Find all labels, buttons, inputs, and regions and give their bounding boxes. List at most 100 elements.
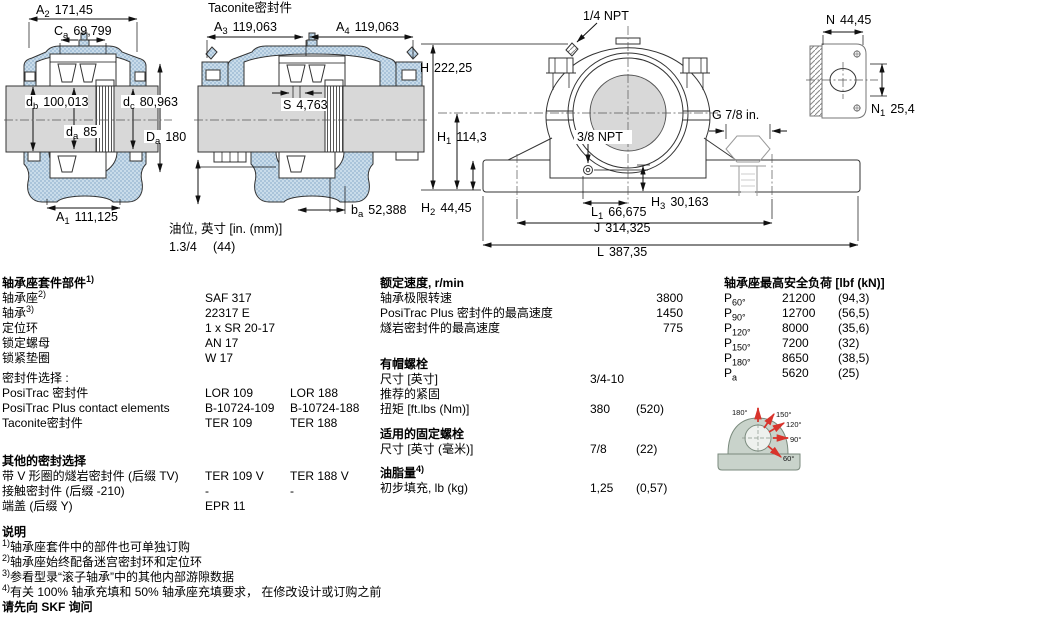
table-row: 轴承3)22317 E xyxy=(2,305,376,321)
part-value: 1 x SR 20-17 xyxy=(205,321,276,335)
part-value2 xyxy=(290,351,376,366)
table-row: 扭矩 [ft.lbs (Nm)]380(520) xyxy=(380,402,692,417)
table-row: Pa 5620 (25) xyxy=(724,366,1024,383)
torque-label-line1: 推荐的紧固 xyxy=(380,387,441,401)
grease-title: 油脂量4) xyxy=(380,464,425,481)
part-value: W 17 xyxy=(205,351,234,365)
table-row: 接触密封件 (后缀 -210) - - xyxy=(2,484,376,499)
torque-label: 扭矩 [ft.lbs (Nm)] xyxy=(380,402,470,416)
table-row: P90°12700(56,5) xyxy=(724,306,1024,323)
seal-value: - xyxy=(205,484,209,498)
part-value: AN 17 xyxy=(205,336,239,350)
seal-value: TER 109 xyxy=(205,416,253,430)
seal-value: TER 109 V xyxy=(205,469,264,483)
table-row: P180°8650(38,5) xyxy=(724,351,1024,367)
grease-nipple-icon xyxy=(78,39,90,47)
table-row: P150°7200(32) xyxy=(724,336,1024,353)
oil-level-value-mm: (44) xyxy=(213,240,235,254)
load-value-metric: (25) xyxy=(838,366,860,380)
load-symbol: Pa xyxy=(724,366,738,383)
seal-value2 xyxy=(290,499,376,514)
part-value2 xyxy=(290,291,376,306)
part-value2 xyxy=(290,306,376,321)
load-symbol: P60° xyxy=(724,291,746,308)
grease-fitting-icon xyxy=(565,42,579,57)
g-bolt-label: G 7/8 in. xyxy=(712,108,759,122)
load-value: 5620 xyxy=(782,366,809,380)
table-row: 轴承座2)SAF 317 xyxy=(2,289,376,306)
seal-value2: B-10724-188 xyxy=(290,401,360,415)
bolt-value: 3/4-10 xyxy=(590,372,625,386)
seal-label: 接触密封件 (后缀 -210) xyxy=(2,484,125,498)
other-seals-title: 其他的密封选择 xyxy=(2,454,87,468)
seals-header: 密封件选择 : xyxy=(2,371,69,385)
anchor-value-metric: (22) xyxy=(636,442,658,456)
speed-label: 轴承极限转速 xyxy=(380,291,453,305)
speed-label: PosiTrac Plus 密封件的最高速度 xyxy=(380,306,553,320)
angle-label-150: 150° xyxy=(776,410,792,419)
note-item: 1)轴承座套件中的部件也可单独订购 xyxy=(2,538,191,555)
table-row: PosiTrac Plus 密封件的最高速度 1450 xyxy=(380,306,692,321)
npt14-label: 1/4 NPT xyxy=(583,9,629,23)
load-value: 8000 xyxy=(782,321,809,335)
table-row: 尺寸 [英寸 (毫米)]7/8(22) xyxy=(380,442,692,457)
speed-value: 1450 xyxy=(656,306,683,320)
taconite-title: Taconite密封件 xyxy=(208,0,292,15)
part-value2 xyxy=(290,336,376,351)
torque-value: 380 xyxy=(590,402,611,416)
seal-value2: - xyxy=(290,484,294,498)
load-value: 8650 xyxy=(782,351,809,365)
seal-value: B-10724-109 xyxy=(205,401,275,415)
table-row: 端盖 (后缀 Y) EPR 11 xyxy=(2,499,376,514)
seal-value: LOR 109 xyxy=(205,386,254,400)
angle-label-60: 60° xyxy=(783,454,794,463)
drain-fitting-icon xyxy=(583,165,593,175)
load-symbol: P150° xyxy=(724,336,751,353)
load-symbol: P90° xyxy=(724,306,746,323)
seal-value2: LOR 188 xyxy=(290,386,339,400)
oil-level-label: 油位, 英寸 [in. (mm)] xyxy=(169,221,282,236)
part-value2 xyxy=(290,321,376,336)
seal-label: 带 V 形圈的燧岩密封件 (后缀 TV) xyxy=(2,469,179,483)
load-value-metric: (38,5) xyxy=(838,351,870,365)
seal-value: EPR 11 xyxy=(205,499,246,513)
seal-label: 端盖 (后缀 Y) xyxy=(2,499,73,513)
grease-value: 1,25 xyxy=(590,481,614,495)
load-value-metric: (94,3) xyxy=(838,291,870,305)
table-row: 初步填充, lb (kg)1,25(0,57) xyxy=(380,481,692,496)
load-value-metric: (35,6) xyxy=(838,321,870,335)
load-value: 21200 xyxy=(782,291,816,305)
npt38-label: 3/8 NPT xyxy=(577,130,623,144)
part-label: 轴承座2) xyxy=(2,289,47,306)
load-value-metric: (32) xyxy=(838,336,860,350)
angle-label-120: 120° xyxy=(786,420,802,429)
load-dire: 180° 150° 120° 90° 60° xyxy=(717,406,802,471)
load-direction-diagram: 180° 150° 120° 90° 60° xyxy=(717,406,802,471)
